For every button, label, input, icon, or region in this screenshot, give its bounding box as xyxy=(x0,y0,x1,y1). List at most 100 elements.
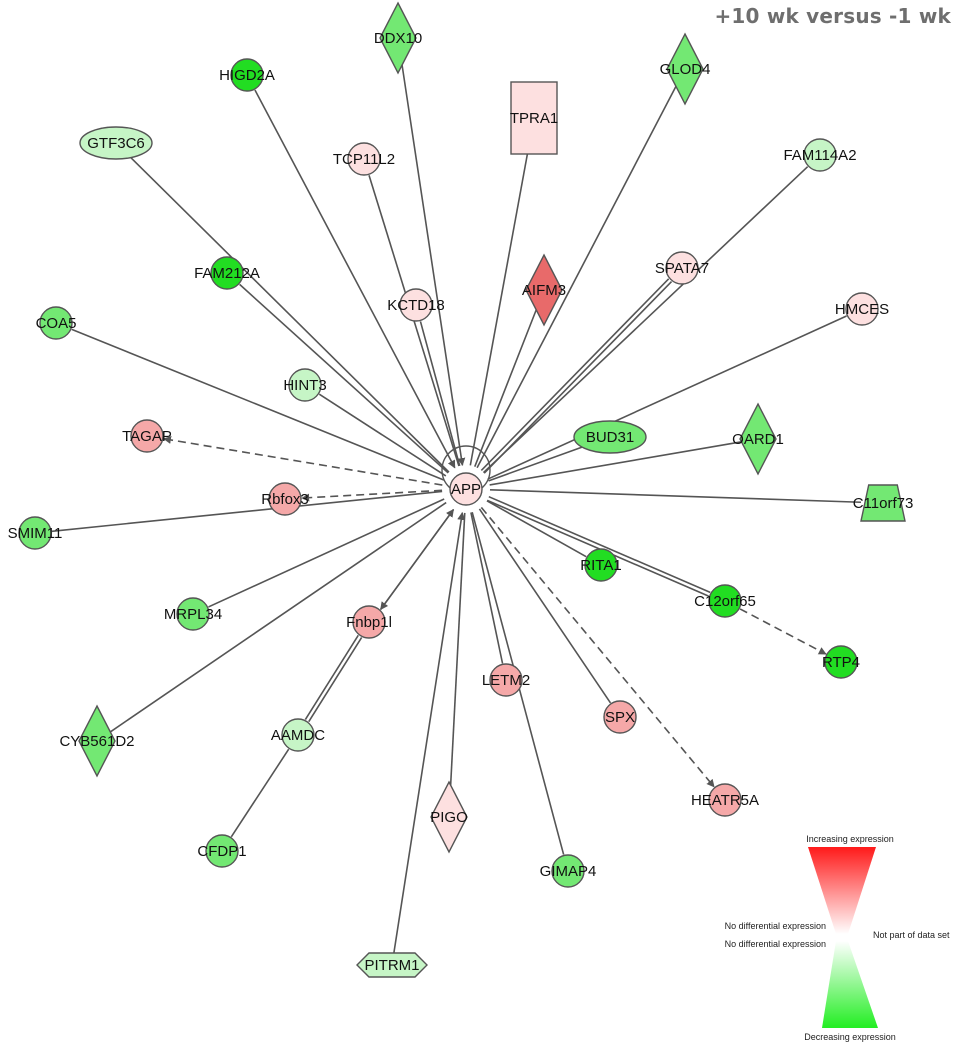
edge-layer xyxy=(51,64,862,954)
node-label-oard1: OARD1 xyxy=(732,431,784,448)
node-shape-tcp11l2 xyxy=(347,142,381,176)
edge-higd2a-to-app xyxy=(254,89,456,469)
node-glod4[interactable]: GLOD4 xyxy=(660,32,711,106)
node-label-coa5: COA5 xyxy=(36,315,77,332)
node-label-spata7: SPATA7 xyxy=(655,260,709,277)
node-fnbp1l[interactable]: Fnbp1l xyxy=(346,605,392,639)
node-label-mrpl34: MRPL34 xyxy=(164,606,222,623)
node-shape-c12orf65 xyxy=(708,584,742,618)
node-rbfox3[interactable]: Rbfox3 xyxy=(261,482,309,516)
node-shape-kctd18 xyxy=(399,288,433,322)
node-c11orf73[interactable]: C11orf73 xyxy=(853,484,914,522)
node-gtf3c6[interactable]: GTF3C6 xyxy=(79,126,153,160)
edge-gtf3c6-to-app xyxy=(130,157,450,473)
node-fam114a2[interactable]: FAM114A2 xyxy=(783,138,857,172)
node-bud31[interactable]: BUD31 xyxy=(573,420,647,454)
node-label-rbfox3: Rbfox3 xyxy=(261,491,309,508)
node-label-rtp4: RTP4 xyxy=(822,654,860,671)
node-shape-glod4 xyxy=(666,32,704,106)
node-shape-fam114a2 xyxy=(803,138,837,172)
legend-middle-band xyxy=(836,934,848,941)
node-label-spx: SPX xyxy=(605,709,635,726)
node-rtp4[interactable]: RTP4 xyxy=(822,645,860,679)
node-shape-rtp4 xyxy=(824,645,858,679)
edge-fam212a-to-app xyxy=(239,283,449,474)
edge-aamdc-to-fnbp1l xyxy=(308,637,363,723)
node-letm2[interactable]: LETM2 xyxy=(482,663,530,697)
edge-cyb561d2-to-app xyxy=(109,501,447,733)
node-label-fam114a2: FAM114A2 xyxy=(783,147,856,164)
node-label-cyb561d2: CYB561D2 xyxy=(59,733,134,750)
node-shape-hmces xyxy=(845,292,879,326)
edge-c12orf65-to-app xyxy=(486,499,709,597)
edge-pigo-to-app xyxy=(449,512,466,786)
node-pitrm1[interactable]: PITRM1 xyxy=(356,952,428,978)
legend-bottom-hourglass xyxy=(822,941,878,1028)
node-label-gtf3c6: GTF3C6 xyxy=(87,135,145,152)
node-ddx10[interactable]: DDX10 xyxy=(374,1,422,75)
node-label-tpra1: TPRA1 xyxy=(510,110,558,127)
edge-hmces-to-app xyxy=(487,315,847,480)
node-cfdp1[interactable]: CFDP1 xyxy=(197,834,247,868)
node-shape-app xyxy=(449,472,483,506)
node-tcp11l2[interactable]: TCP11L2 xyxy=(333,142,395,176)
node-cyb561d2[interactable]: CYB561D2 xyxy=(59,704,135,778)
node-hint3[interactable]: HINT3 xyxy=(283,368,327,402)
node-label-fam212a: FAM212A xyxy=(194,265,260,282)
node-shape-fam212a xyxy=(210,256,244,290)
node-app[interactable]: APP xyxy=(449,472,483,506)
edge-ddx10-to-app xyxy=(401,64,466,467)
node-higd2a[interactable]: HIGD2A xyxy=(219,58,275,92)
node-shape-oard1 xyxy=(739,402,777,476)
node-coa5[interactable]: COA5 xyxy=(36,306,77,340)
node-heatr5a[interactable]: HEATR5A xyxy=(691,783,759,817)
node-spata7[interactable]: SPATA7 xyxy=(655,251,709,285)
node-gimap4[interactable]: GIMAP4 xyxy=(540,854,597,888)
node-label-aifm3: AIFM3 xyxy=(522,282,566,299)
node-c12orf65[interactable]: C12orf65 xyxy=(694,584,756,618)
node-label-app: APP xyxy=(451,481,481,498)
edge-c12orf65-to-rtp4 xyxy=(739,608,827,655)
node-shape-aifm3 xyxy=(525,253,563,327)
node-label-rita1: RITA1 xyxy=(580,557,621,574)
node-shape-coa5 xyxy=(39,306,73,340)
node-mrpl34[interactable]: MRPL34 xyxy=(164,597,222,631)
node-tpra1[interactable]: TPRA1 xyxy=(510,81,558,155)
legend-top-hourglass xyxy=(808,847,876,934)
edge-aifm3-to-app xyxy=(474,309,537,467)
node-label-kctd18: KCTD18 xyxy=(387,297,445,314)
page-title: +10 wk versus -1 wk xyxy=(714,4,951,28)
node-oard1[interactable]: OARD1 xyxy=(732,402,784,476)
node-smim11[interactable]: SMIM11 xyxy=(8,516,63,550)
node-fam212a[interactable]: FAM212A xyxy=(194,256,260,290)
node-kctd18[interactable]: KCTD18 xyxy=(387,288,445,322)
node-shape-higd2a xyxy=(230,58,264,92)
edge-spata7-to-app xyxy=(483,280,673,474)
node-shape-tpra1 xyxy=(510,81,558,155)
node-label-glod4: GLOD4 xyxy=(660,61,711,78)
node-hmces[interactable]: HMCES xyxy=(835,292,889,326)
edge-rita1-to-app xyxy=(486,500,587,558)
node-label-pigo: PIGO xyxy=(430,809,468,826)
node-tagap[interactable]: TAGAP xyxy=(122,419,172,453)
node-label-c12orf65: C12orf65 xyxy=(694,593,756,610)
node-label-hint3: HINT3 xyxy=(283,377,326,394)
edge-c11orf73-to-app xyxy=(489,489,862,504)
node-rita1[interactable]: RITA1 xyxy=(580,548,622,582)
node-shape-bud31 xyxy=(573,420,647,454)
edge-fam114a2-to-app xyxy=(482,166,809,474)
node-shape-spata7 xyxy=(665,251,699,285)
node-spx[interactable]: SPX xyxy=(603,700,637,734)
edge-oard1-to-app xyxy=(489,441,742,486)
edge-spx-to-app xyxy=(478,508,612,704)
edge-aamdc-to-fnbp1l xyxy=(304,634,359,720)
node-shape-hint3 xyxy=(288,368,322,402)
node-label-bud31: BUD31 xyxy=(586,429,634,446)
node-label-tcp11l2: TCP11L2 xyxy=(333,151,395,168)
node-shape-gimap4 xyxy=(551,854,585,888)
node-aamdc[interactable]: AAMDC xyxy=(271,718,325,752)
node-pigo[interactable]: PIGO xyxy=(430,780,468,854)
node-label-hmces: HMCES xyxy=(835,301,889,318)
node-aifm3[interactable]: AIFM3 xyxy=(522,253,566,327)
